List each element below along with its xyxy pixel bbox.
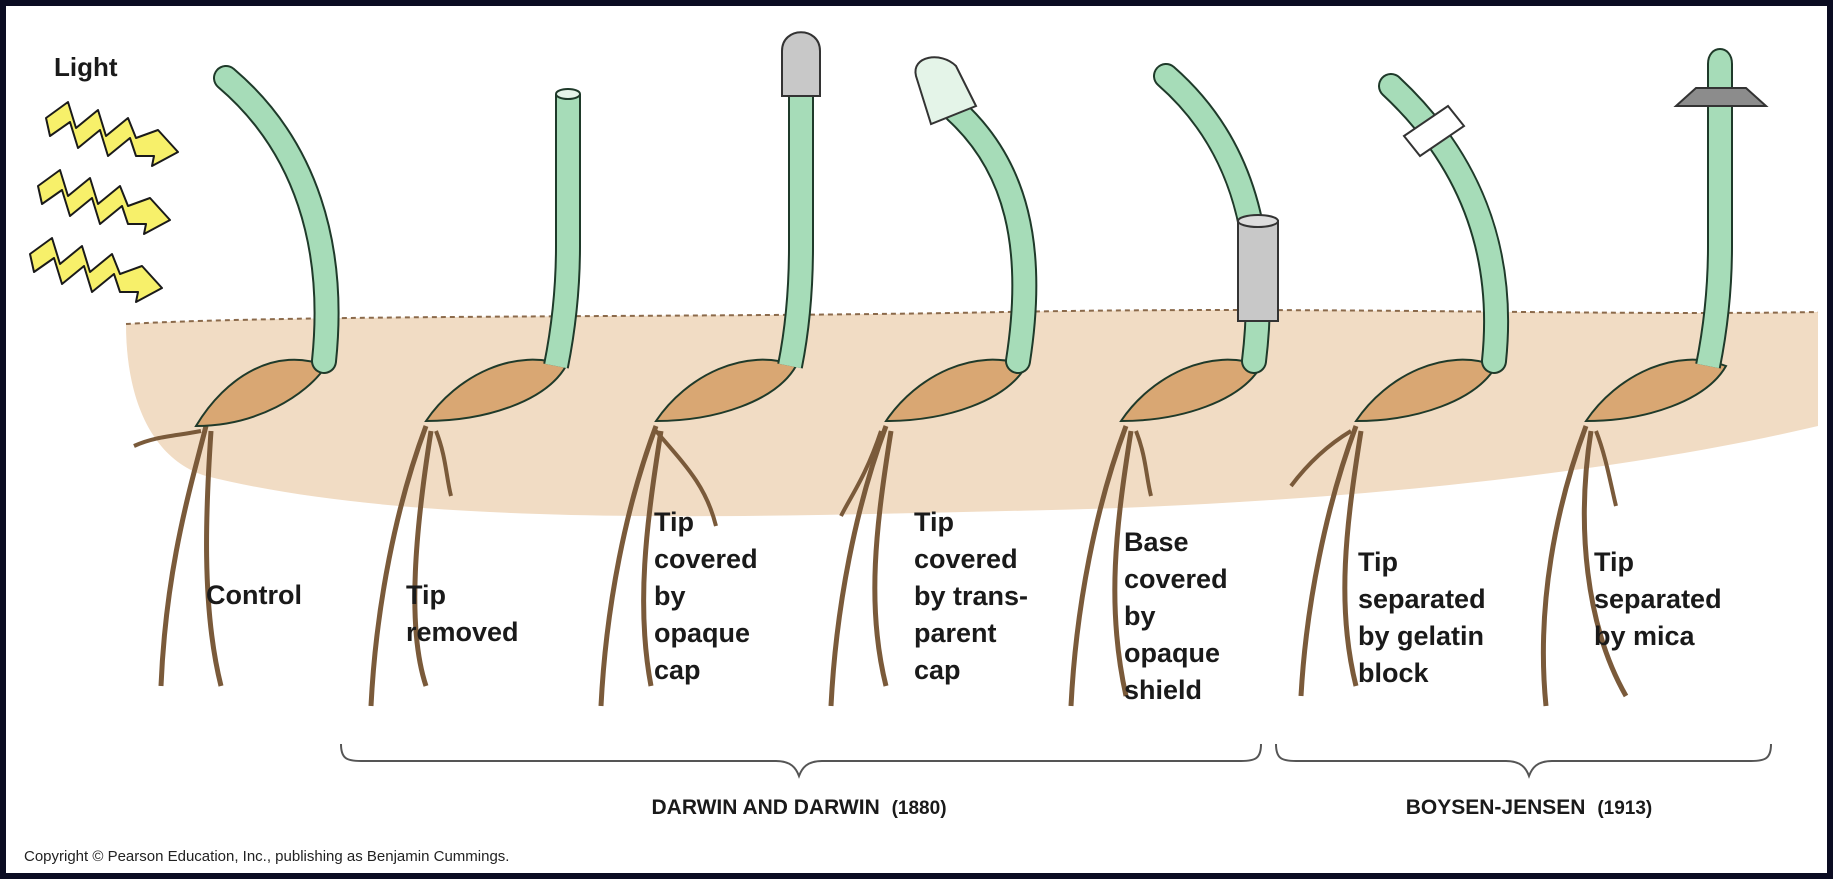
label-line: separated xyxy=(1358,584,1486,614)
label-line: removed xyxy=(406,617,519,647)
label-opaque-shield: Base covered by opaque shield xyxy=(1124,527,1228,705)
shoot xyxy=(556,94,568,366)
label-transparent-cap: Tip covered by trans-parent cap xyxy=(914,507,1028,685)
darwin-year: (1880) xyxy=(892,798,947,819)
label-line: parent xyxy=(914,618,997,648)
label-line: Tip xyxy=(914,507,954,537)
label-line: by mica xyxy=(1594,621,1696,651)
boysen-jensen-year: (1913) xyxy=(1597,798,1652,819)
light-bolts xyxy=(30,102,178,302)
label-line: by gelatin xyxy=(1358,621,1484,651)
cut-tip xyxy=(556,89,580,99)
label-line: opaque xyxy=(654,618,750,648)
label-line: cap xyxy=(654,655,701,685)
label-mica: Tip separated by mica xyxy=(1594,547,1722,651)
light-bolt-icon xyxy=(38,170,170,234)
light-bolt-icon xyxy=(46,102,178,166)
opaque-shield-top xyxy=(1238,215,1278,227)
label-line: Tip xyxy=(1358,547,1398,577)
label-tip-removed: Tip removed xyxy=(406,580,519,647)
label-line: cap xyxy=(914,655,961,685)
boysen-jensen-name: Boysen-Jensen xyxy=(1406,796,1586,819)
label-line: shield xyxy=(1124,675,1202,705)
label-line: Control xyxy=(206,580,302,610)
label-line: Tip xyxy=(406,580,446,610)
light-bolt-icon xyxy=(30,238,162,302)
label-line: by trans- xyxy=(914,581,1028,611)
label-control: Control xyxy=(206,580,302,610)
label-line: covered xyxy=(654,544,758,574)
phototropism-figure: Light xyxy=(6,6,1827,873)
label-line: block xyxy=(1358,658,1430,688)
label-line: by xyxy=(1124,601,1156,631)
label-line: separated xyxy=(1594,584,1722,614)
boysen-jensen-caption: Boysen-Jensen (1913) xyxy=(1406,796,1652,819)
label-line: opaque xyxy=(1124,638,1220,668)
label-line: Base xyxy=(1124,527,1189,557)
opaque-shield-icon xyxy=(1238,221,1278,321)
darwin-caption: Darwin and Darwin (1880) xyxy=(651,796,946,819)
label-opaque-cap: Tip covered by opaque cap xyxy=(654,507,758,685)
label-line: covered xyxy=(914,544,1018,574)
opaque-cap-icon xyxy=(782,32,820,96)
mica-tip xyxy=(1708,49,1732,90)
shoot xyxy=(1708,96,1720,366)
shoot xyxy=(790,86,801,366)
darwin-name: Darwin and Darwin xyxy=(651,796,879,819)
label-line: Tip xyxy=(1594,547,1634,577)
mica-sheet-icon xyxy=(1676,88,1766,106)
label-line: covered xyxy=(1124,564,1228,594)
light-label: Light xyxy=(54,52,118,82)
label-gelatin-block: Tip separated by gelatin block xyxy=(1358,547,1486,688)
diagram-canvas: Light xyxy=(6,6,1827,873)
label-line: by xyxy=(654,581,686,611)
boysen-jensen-bracket xyxy=(1276,744,1771,776)
copyright-notice: Copyright © Pearson Education, Inc., pub… xyxy=(24,848,509,865)
darwin-bracket xyxy=(341,744,1261,776)
label-line: Tip xyxy=(654,507,694,537)
